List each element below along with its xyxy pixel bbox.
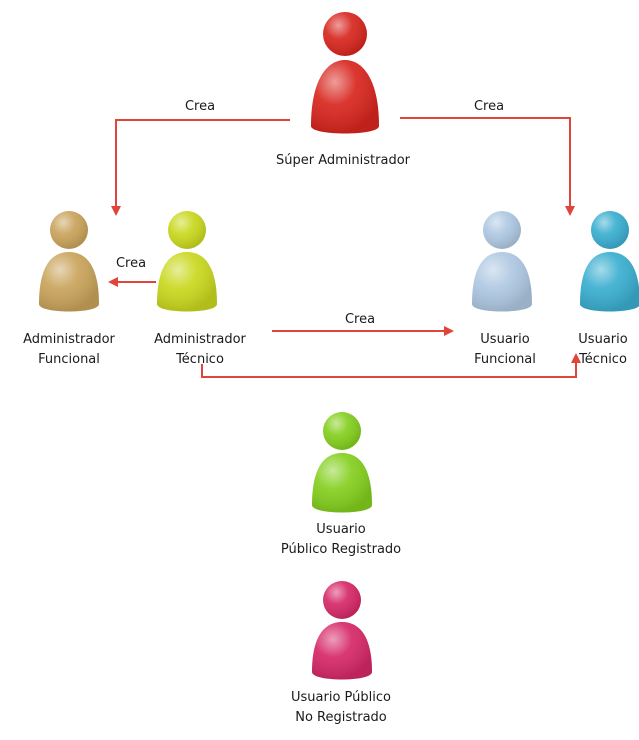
- super-admin-icon: [311, 12, 379, 134]
- person-head-shine: [323, 581, 361, 619]
- crea-label-tecnico-to-usuario-funcional: Crea: [344, 312, 376, 327]
- person-shine: [312, 453, 372, 513]
- crea-label-super-to-admin-funcional: Crea: [184, 99, 216, 114]
- person-head-shine: [168, 211, 206, 249]
- role-label-line: Público Registrado: [280, 542, 402, 557]
- role-label-publico-registrado: Usuario Público Registrado: [281, 520, 401, 560]
- role-label-admin-tecnico: Administrador Técnico: [154, 330, 246, 370]
- role-label-line: Administrador: [154, 332, 246, 347]
- person-head-shine: [483, 211, 521, 249]
- role-label-line: Técnico: [176, 352, 224, 367]
- person-shine: [311, 60, 379, 134]
- connector-super-to-admin-funcional: [111, 119, 290, 216]
- person-head-shine: [591, 211, 629, 249]
- admin-tecnico-icon: [157, 211, 217, 312]
- usuario-tecnico-icon: [580, 211, 639, 312]
- role-label-line: Funcional: [38, 352, 100, 367]
- connectors: [108, 117, 581, 378]
- person-head-shine: [50, 211, 88, 249]
- role-label-super-admin: Súper Administrador: [276, 151, 410, 171]
- role-label-admin-funcional: Administrador Funcional: [23, 330, 115, 370]
- crea-label-tecnico-to-admin-funcional: Crea: [115, 256, 147, 271]
- person-shine: [157, 252, 217, 312]
- person-shine: [312, 622, 372, 680]
- admin-funcional-icon: [39, 211, 99, 312]
- role-label-line: Usuario: [578, 332, 628, 347]
- person-head-shine: [323, 12, 367, 56]
- crea-label-super-to-usuario-tecnico: Crea: [473, 99, 505, 114]
- publico-registrado-icon: [312, 412, 372, 513]
- role-label-line: No Registrado: [295, 710, 387, 725]
- publico-no-registrado-icon: [312, 581, 372, 680]
- person-shine: [39, 252, 99, 312]
- connector-tecnico-to-usuario-tecnico: [201, 353, 581, 378]
- role-label-usuario-funcional: Usuario Funcional: [474, 330, 536, 370]
- usuario-funcional-icon: [472, 211, 532, 312]
- role-label-line: Usuario: [316, 522, 366, 537]
- person-shine: [472, 252, 532, 312]
- connector-super-to-usuario-tecnico: [400, 117, 575, 216]
- person-shine: [580, 252, 639, 312]
- role-label-usuario-tecnico: Usuario Técnico: [578, 330, 627, 370]
- role-label-publico-no-registrado: Usuario Público No Registrado: [291, 688, 391, 728]
- role-label-line: Funcional: [474, 352, 536, 367]
- role-label-line: Técnico: [579, 352, 627, 367]
- role-label-line: Administrador: [23, 332, 115, 347]
- role-label-line: Súper Administrador: [276, 153, 410, 168]
- role-label-line: Usuario: [480, 332, 530, 347]
- role-label-line: Usuario Público: [291, 690, 391, 705]
- person-head-shine: [323, 412, 361, 450]
